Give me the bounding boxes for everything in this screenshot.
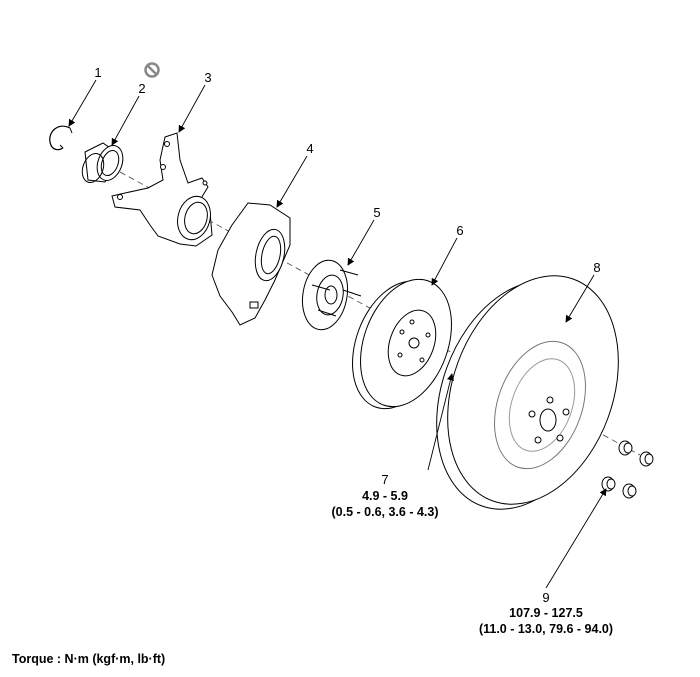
torque-9-nm: 107.9 - 127.5: [509, 606, 583, 620]
callout-3: 3: [204, 70, 212, 85]
wheel-bearing: [81, 142, 124, 184]
callout-5: 5: [373, 205, 381, 220]
callout-9: 9: [542, 590, 550, 605]
steering-knuckle: [111, 132, 213, 247]
dust-cover: [211, 202, 291, 326]
torque-7-nm: 4.9 - 5.9: [362, 489, 408, 503]
callout-1: 1: [94, 65, 102, 80]
callout-7: 7: [381, 472, 389, 487]
wheel-nuts: [601, 440, 654, 499]
callout-2: 2: [138, 81, 146, 96]
brake-disc: [352, 278, 452, 410]
callout-8: 8: [593, 260, 601, 275]
snap-ring: [49, 125, 71, 151]
wheel-tire: [436, 275, 619, 510]
do-not-reuse-icon: [144, 62, 160, 78]
callout-6: 6: [456, 223, 464, 238]
torque-7-alt: (0.5 - 0.6, 3.6 - 4.3): [331, 505, 439, 519]
torque-units-legend: Torque : N·m (kgf·m, lb·ft): [12, 652, 166, 666]
front-hub: [301, 259, 362, 331]
callout-4: 4: [306, 141, 314, 156]
torque-9-alt: (11.0 - 13.0, 79.6 - 94.0): [478, 622, 614, 636]
leader-lines: [68, 79, 607, 589]
